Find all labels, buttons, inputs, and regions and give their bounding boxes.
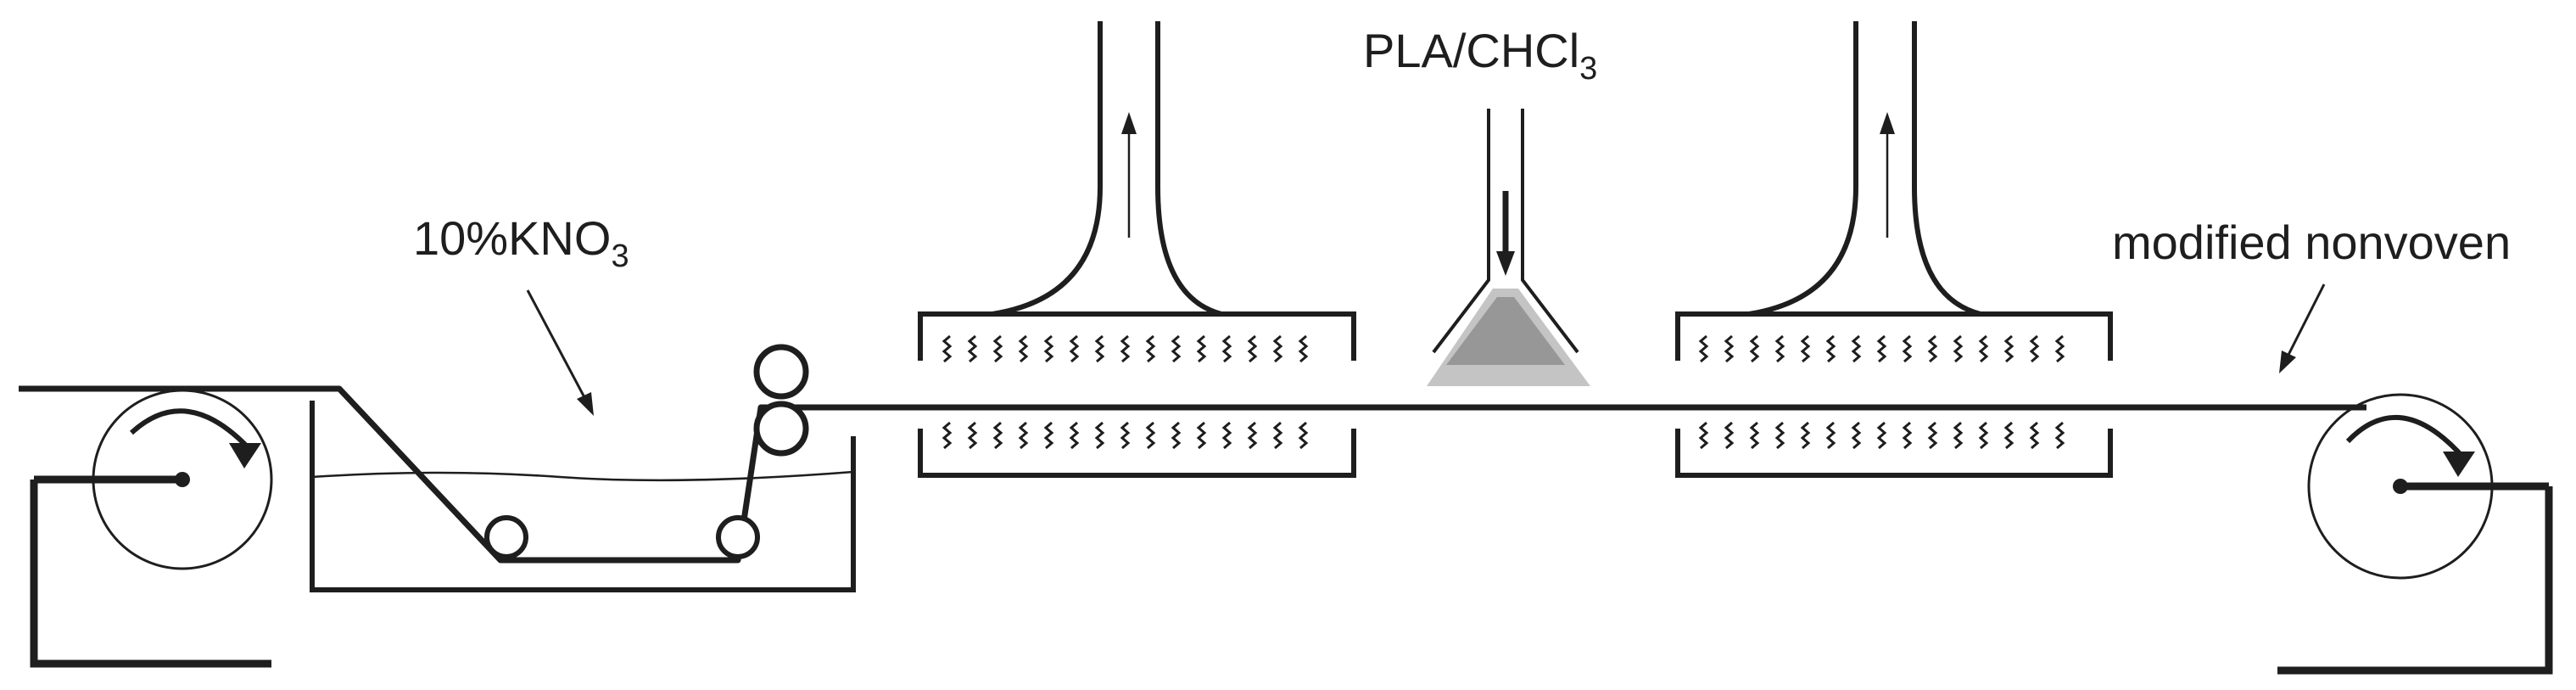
label-pointers xyxy=(526,283,2326,416)
bath-tank xyxy=(310,401,856,592)
spray-solution-label-text: PLA/CHCl xyxy=(1363,24,1580,77)
feed-arrowhead-icon xyxy=(1496,251,1515,276)
rewind-hub xyxy=(2393,479,2408,494)
dryer-1 xyxy=(918,21,1356,478)
bath-liquid-surface xyxy=(311,470,854,482)
bath-solution-label: 10%KNO3 xyxy=(413,215,629,273)
dryer-2 xyxy=(1675,21,2113,478)
unwind-arrowhead-icon xyxy=(229,443,261,468)
spray-solution-label: PLA/CHCl3 xyxy=(1363,24,1597,86)
rewind-stand xyxy=(2277,486,2553,675)
dryer-2-exhaust-right xyxy=(1912,21,1981,317)
spray-cloud-dense xyxy=(1446,297,1565,365)
kno3-pointer-arrow-icon xyxy=(526,289,587,400)
product-label: modified nonvoven xyxy=(2112,216,2512,269)
rewind-arrowhead-icon xyxy=(2443,452,2475,477)
dryer-1-heater-top-icon xyxy=(942,334,1309,363)
bath-roller-1 xyxy=(484,515,528,559)
unwind-stand xyxy=(30,480,271,668)
bath-solution-label-subscript: 3 xyxy=(611,238,629,274)
spray-solution-label-subscript: 3 xyxy=(1579,51,1598,87)
dryer-1-bottom-housing xyxy=(918,429,1356,478)
dryer-1-exhaust-right xyxy=(1155,21,1222,317)
unwind-rotation-arrow-icon xyxy=(129,408,253,452)
squeeze-roller-top xyxy=(753,344,809,400)
nonwoven-pointer-arrow-icon xyxy=(2287,283,2326,356)
kno3-bath xyxy=(310,344,856,592)
dryer-2-airflow-arrowhead-icon xyxy=(1880,112,1895,134)
unwind-hub xyxy=(175,472,190,487)
dryer-2-exhaust-left xyxy=(1748,21,1858,317)
unwind-roll xyxy=(34,389,273,570)
dryer-1-airflow-arrowhead-icon xyxy=(1121,112,1137,134)
nonwoven-web xyxy=(19,385,2366,564)
dryer-1-top-housing xyxy=(918,311,1356,361)
rewind-rotation-arrow-icon xyxy=(2345,414,2467,460)
dryer-2-heater-top-icon xyxy=(1698,334,2065,363)
dryer-1-exhaust-left xyxy=(992,21,1103,317)
rewind-roll xyxy=(2307,393,2549,580)
squeeze-roller-bottom xyxy=(753,401,809,457)
dryer-2-bottom-housing xyxy=(1675,429,2113,478)
bath-solution-label-text: 10%KNO xyxy=(413,211,612,265)
spray-nozzle xyxy=(1427,109,1590,386)
dryer-1-heater-bottom-icon xyxy=(942,421,1309,450)
nozzle-body xyxy=(1432,109,1579,354)
kno3-pointer-head-icon xyxy=(577,392,594,416)
bath-roller-2 xyxy=(716,515,760,559)
nonwoven-pointer-head-icon xyxy=(2279,351,2296,373)
dryer-2-heater-bottom-icon xyxy=(1698,421,2065,450)
dryer-2-top-housing xyxy=(1675,311,2113,361)
